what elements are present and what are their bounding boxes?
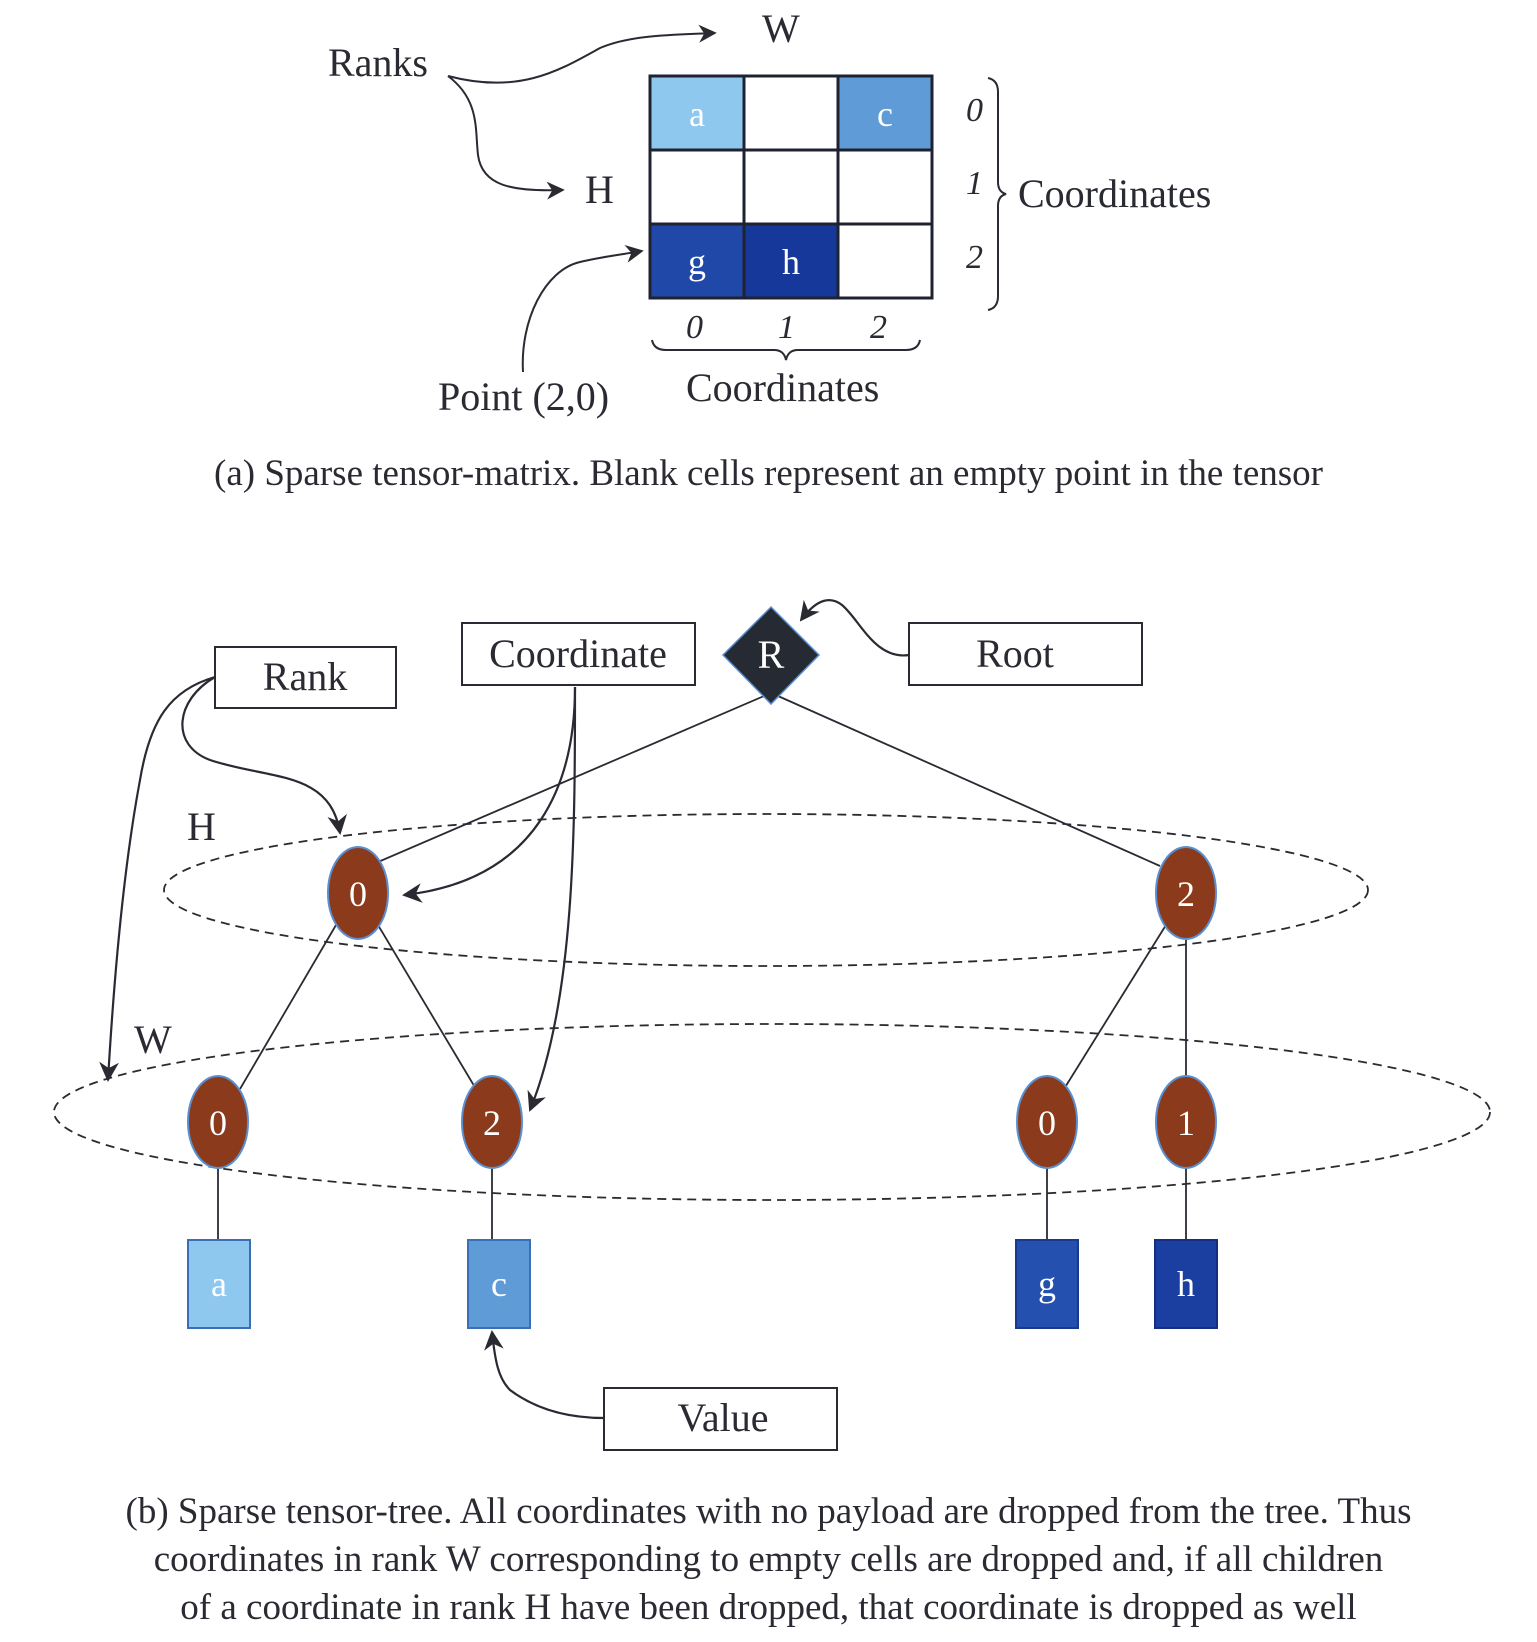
leaf-a <box>187 1239 251 1329</box>
h-node-0-label: 0 <box>349 874 367 914</box>
rank-w-label: W <box>762 6 800 51</box>
caption-a: (a) Sparse tensor-matrix. Blank cells re… <box>214 453 1323 494</box>
matrix-cell-0-0-label: a <box>689 94 705 134</box>
tree-rank-w-label: W <box>134 1017 172 1062</box>
col-coord-1: 1 <box>778 309 795 346</box>
rank-to-w-arrow <box>99 675 216 1082</box>
edge-root-h2 <box>777 695 1161 867</box>
matrix-cell-2-0-label: g <box>688 242 706 282</box>
w-node-1 <box>1155 1075 1217 1169</box>
rank-to-h-arrow <box>181 676 347 835</box>
tensor-matrix-figure: Ranks W H a c g h 0 1 2 Coordinates 0 1 2 C… <box>328 6 1211 419</box>
ranks-to-w-arrow <box>447 24 717 84</box>
row-coord-0: 0 <box>966 92 983 129</box>
tree-rank-h-label: H <box>187 804 216 849</box>
matrix-cell-1-2 <box>836 148 934 226</box>
leaf-h-label: h <box>1177 1264 1195 1304</box>
point-label: Point (2,0) <box>438 374 609 419</box>
matrix-cell-2-0 <box>648 222 746 300</box>
root-to-r-arrow <box>799 599 910 657</box>
col-coords-brace <box>651 339 921 361</box>
w-node-2-label: 2 <box>483 1103 501 1143</box>
rank-h-label: H <box>585 167 614 212</box>
w-node-0b <box>1016 1075 1078 1169</box>
col-coord-2: 2 <box>870 309 887 346</box>
edge-root-h0 <box>377 695 765 863</box>
tensor-tree-figure: H W R 0 2 0 2 0 1 <box>53 599 1491 1451</box>
caption-b-line-3: of a coordinate in rank H have been drop… <box>180 1587 1357 1628</box>
leaf-c-label: c <box>491 1264 507 1304</box>
matrix-cell-0-2 <box>836 74 934 152</box>
leaf-g <box>1015 1239 1079 1329</box>
root-node-label: R <box>758 632 785 677</box>
row-coord-2: 2 <box>966 239 983 276</box>
caption-b-line-1: (b) Sparse tensor-tree. All coordinates … <box>125 1491 1412 1532</box>
root-node <box>721 605 821 706</box>
coordinate-to-h0-arrow <box>402 686 577 903</box>
leaf-a-label: a <box>211 1264 227 1304</box>
edge-h0-w0 <box>239 924 337 1090</box>
h-node-0 <box>327 846 389 940</box>
caption-b: (b) Sparse tensor-tree. All coordinates … <box>0 1488 1537 1632</box>
rank-w-ellipse <box>53 1023 1491 1201</box>
w-node-0 <box>187 1075 249 1169</box>
leaf-h <box>1154 1239 1218 1329</box>
root-box-label: Root <box>976 631 1054 676</box>
h-node-2-label: 2 <box>1177 874 1195 914</box>
h-node-2 <box>1155 846 1217 940</box>
coordinate-to-w2-arrow <box>527 686 577 1112</box>
matrix-cell-1-1 <box>742 148 840 226</box>
row-coord-1: 1 <box>966 165 983 202</box>
leaf-g-label: g <box>1038 1264 1056 1304</box>
edge-h2-w0 <box>1063 924 1167 1090</box>
w-node-1-label: 1 <box>1177 1103 1195 1143</box>
point-arrow <box>521 244 644 373</box>
rank-h-ellipse <box>163 813 1369 967</box>
w-node-0b-label: 0 <box>1038 1103 1056 1143</box>
coordinate-box <box>461 622 696 686</box>
tree-edges <box>217 695 1187 1240</box>
coordinate-box-label: Coordinate <box>489 631 667 676</box>
ranks-to-h-arrow <box>447 75 565 200</box>
edge-h0-w2 <box>377 924 477 1090</box>
rank-box-label: Rank <box>263 654 347 699</box>
caption-b-line-2: coordinates in rank W corresponding to e… <box>153 1539 1384 1580</box>
root-box <box>908 622 1143 686</box>
ranks-label: Ranks <box>328 40 428 85</box>
w-node-0-label: 0 <box>209 1103 227 1143</box>
matrix-cell-1-0 <box>648 148 746 226</box>
value-to-c-arrow <box>484 1330 605 1420</box>
matrix-cell-2-1-label: h <box>782 242 800 282</box>
row-coords-brace <box>987 77 1007 311</box>
matrix-cell-2-2 <box>836 222 934 300</box>
col-coords-label: Coordinates <box>686 365 879 410</box>
matrix-cell-0-1 <box>742 74 840 152</box>
annotation-arrows <box>99 599 910 1420</box>
row-coords-label: Coordinates <box>1018 171 1211 216</box>
w-node-2 <box>461 1075 523 1169</box>
col-coord-0: 0 <box>686 309 703 346</box>
value-box-label: Value <box>677 1395 768 1440</box>
leaf-c <box>467 1239 531 1329</box>
matrix-cell-0-2-label: c <box>877 94 893 134</box>
tensor-matrix: a c g h <box>648 74 934 300</box>
